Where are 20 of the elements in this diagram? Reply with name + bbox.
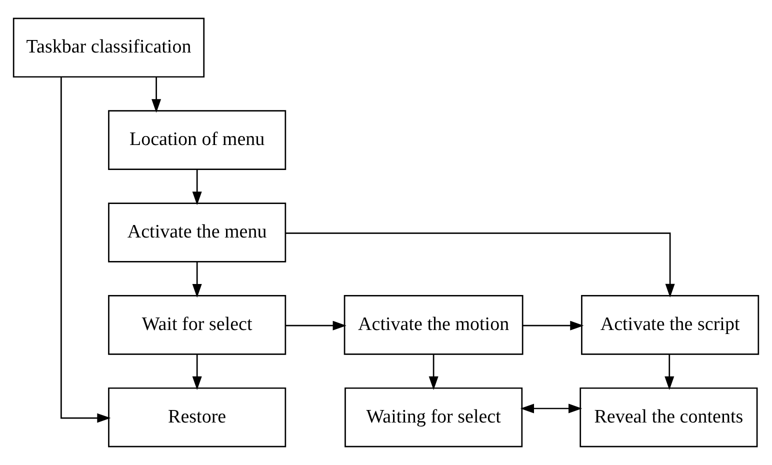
arrow [60,77,111,423]
arrow [152,76,162,113]
arrow [192,354,202,390]
arrow [192,169,202,206]
node-box: Restore [108,387,286,448]
arrow [192,262,202,298]
node-box: Activate the script [581,295,760,355]
node-box: Wait for select [108,295,286,355]
arrow [664,354,674,390]
node-box: Taskbar classification [12,18,205,78]
node-box: Activate the motion [344,295,524,355]
arrow [286,320,346,330]
node-box: Waiting for select [344,387,523,448]
arrow [286,232,675,298]
arrow [522,320,584,330]
arrow [428,354,438,390]
node-box: Reveal the contents [580,387,758,448]
node-box: Location of menu [108,110,286,170]
node-box: Activate the menu [108,202,286,262]
arrow [520,404,582,414]
